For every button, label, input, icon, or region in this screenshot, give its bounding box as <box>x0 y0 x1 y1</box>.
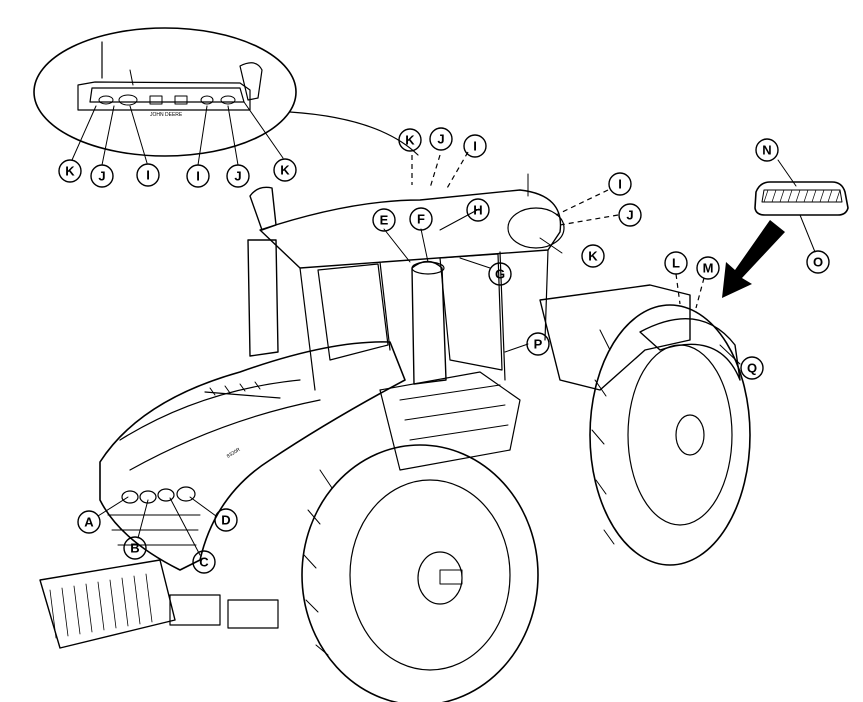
callout-i-cab: I <box>608 172 632 196</box>
svg-text:I: I <box>473 139 477 154</box>
callout-c: C <box>192 550 216 574</box>
svg-text:B: B <box>130 541 139 556</box>
svg-text:N: N <box>762 143 771 158</box>
svg-text:J: J <box>98 169 105 184</box>
svg-text:I: I <box>618 177 622 192</box>
svg-text:P: P <box>534 337 543 352</box>
callout-o: O <box>806 250 830 274</box>
svg-text:L: L <box>672 256 680 271</box>
callout-k-inset-left: K <box>58 159 82 183</box>
svg-text:D: D <box>221 513 230 528</box>
svg-text:J: J <box>626 208 633 223</box>
svg-text:I: I <box>146 168 150 183</box>
leader-lines <box>97 151 741 556</box>
callout-i-inset-right: I <box>186 164 210 188</box>
front-grille-lights <box>107 486 201 546</box>
callout-i-roof: I <box>463 134 487 158</box>
roof-light-bar-detail: JOHN DEERE <box>77 41 263 118</box>
callout-k-roof: K <box>398 128 422 152</box>
hood: 8320R <box>99 341 406 571</box>
svg-text:J: J <box>437 132 444 147</box>
beacon-light-detail <box>754 159 849 253</box>
callout-q: Q <box>740 356 764 380</box>
callout-b: B <box>123 536 147 560</box>
svg-text:Q: Q <box>747 361 757 376</box>
roof-detail-inset: JOHN DEERE <box>33 27 419 166</box>
callout-j-inset-left: J <box>90 164 114 188</box>
callout-k-inset-right: K <box>273 158 297 182</box>
svg-text:J: J <box>234 169 241 184</box>
callout-m: M <box>696 256 720 280</box>
front-weight <box>39 559 279 649</box>
direction-arrow <box>722 220 785 298</box>
svg-text:K: K <box>65 164 75 179</box>
brand-label: JOHN DEERE <box>150 112 183 118</box>
callout-d: D <box>214 508 238 532</box>
callout-h: H <box>466 198 490 222</box>
svg-text:G: G <box>495 267 505 282</box>
svg-text:O: O <box>813 255 823 270</box>
callout-p: P <box>526 332 550 356</box>
exhaust-stack <box>247 186 279 357</box>
tractor-illustration: 8320R <box>39 173 785 702</box>
cab <box>259 173 565 391</box>
svg-text:I: I <box>196 169 200 184</box>
svg-text:K: K <box>588 249 598 264</box>
front-wheel <box>301 444 539 702</box>
svg-text:A: A <box>84 515 94 530</box>
callout-a: A <box>77 510 101 534</box>
callout-n: N <box>755 138 779 162</box>
svg-text:H: H <box>473 203 482 218</box>
callout-j-inset-right: J <box>226 164 250 188</box>
svg-text:E: E <box>380 213 389 228</box>
model-label: 8320R <box>226 447 242 460</box>
callouts: K J I I J K K J I E F H G P I J K N O L … <box>58 127 830 574</box>
svg-text:M: M <box>703 261 714 276</box>
svg-text:K: K <box>405 133 415 148</box>
callout-j-cab: J <box>618 203 642 227</box>
svg-text:F: F <box>417 212 425 227</box>
callout-j-roof: J <box>429 127 453 151</box>
callout-g: G <box>488 262 512 286</box>
svg-text:C: C <box>199 555 209 570</box>
callout-l: L <box>664 251 688 275</box>
callout-i-inset-left: I <box>136 163 160 187</box>
svg-text:K: K <box>280 163 290 178</box>
callout-f: F <box>409 207 433 231</box>
callout-e: E <box>372 208 396 232</box>
callout-k-cab: K <box>581 244 605 268</box>
